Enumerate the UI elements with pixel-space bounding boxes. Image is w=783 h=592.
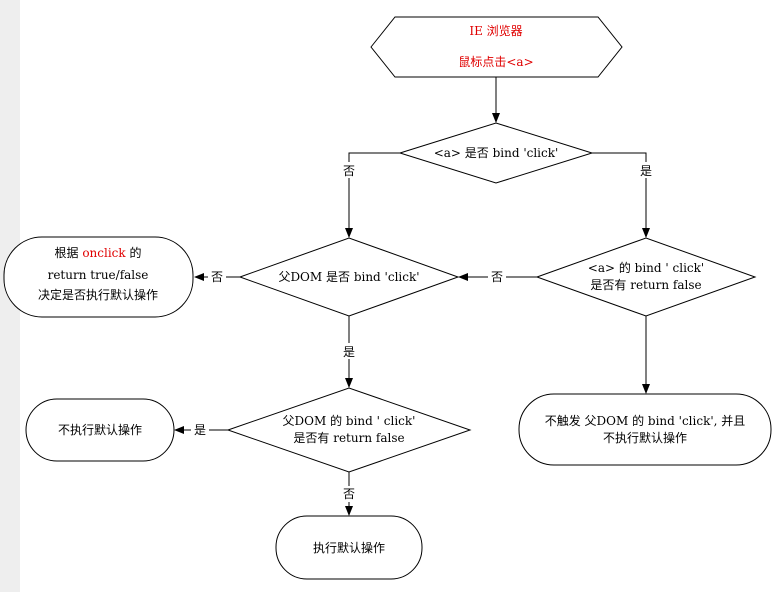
edge-q3-no-label: 否 (491, 270, 503, 284)
result-default-action: 执行默认操作 (275, 515, 423, 580)
result-no-trigger-line1: 不触发 父DOM 的 bind 'click', 并且 (545, 413, 746, 428)
decision-a-return-false-line2: 是否有 return false (590, 278, 701, 292)
result-onclick-line3: 决定是否执行默认操作 (38, 287, 158, 302)
result-onclick-line1: 根据 onclick 的 (55, 245, 142, 260)
decision-a-return-false: <a> 的 bind ' click' 是否有 return false (535, 237, 757, 317)
decision-parent-return-false-line2: 是否有 return false (293, 431, 404, 445)
edge-q1-no-label: 否 (343, 164, 355, 178)
decision-parent-return-false-line1: 父DOM 的 bind ' click' (283, 413, 416, 428)
edge-q1-yes (592, 152, 650, 238)
decision-parent-bind-click-label: 父DOM 是否 bind 'click' (278, 270, 419, 284)
edge-q1-yes-label: 是 (640, 164, 652, 178)
decision-parent-bind-click: 父DOM 是否 bind 'click' (238, 237, 460, 317)
result-default-action-label: 执行默认操作 (313, 540, 385, 555)
edge-q4-no-label: 否 (343, 487, 355, 501)
start-subtitle: 鼠标点击<a> (458, 55, 533, 69)
edge-q2-no-label: 否 (211, 270, 223, 284)
result-no-default-action-label: 不执行默认操作 (58, 422, 142, 437)
edge-q1-no (345, 152, 400, 238)
decision-a-return-false-line1: <a> 的 bind ' click' (588, 260, 704, 275)
result-onclick-line2: return true/false (48, 268, 149, 282)
edge-q2-yes-label: 是 (343, 345, 355, 359)
decision-a-bind-click-label: <a> 是否 bind 'click' (434, 146, 559, 160)
decision-a-bind-click: <a> 是否 bind 'click' (398, 122, 594, 184)
start-node: IE 浏览器 鼠标点击<a> (370, 16, 623, 78)
result-no-default-action: 不执行默认操作 (25, 398, 175, 462)
result-onclick-decides: 根据 onclick 的 return true/false 决定是否执行默认操… (3, 236, 194, 318)
edge-q4-yes-label: 是 (194, 423, 206, 437)
result-no-trigger-parent: 不触发 父DOM 的 bind 'click', 并且 不执行默认操作 (518, 393, 772, 466)
start-title: IE 浏览器 (469, 23, 522, 38)
result-no-trigger-line2: 不执行默认操作 (603, 430, 687, 445)
decision-parent-return-false: 父DOM 的 bind ' click' 是否有 return false (226, 387, 472, 473)
